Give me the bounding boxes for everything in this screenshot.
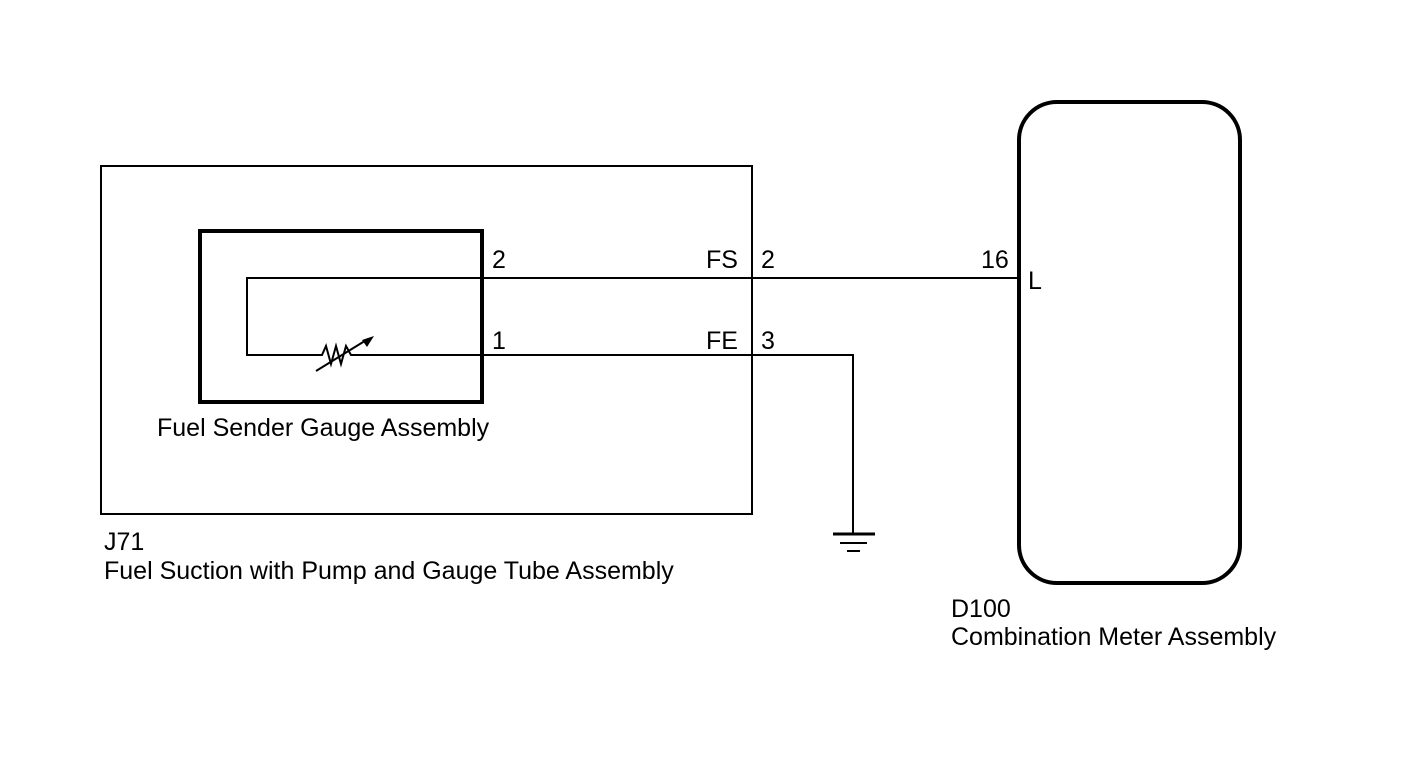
sender-pin-bottom: 1 [492, 327, 506, 355]
ground-icon [833, 532, 875, 552]
sender-gauge-box [198, 229, 484, 404]
meter-pin-label: 16 [981, 246, 1009, 274]
combination-meter-box [1017, 100, 1242, 585]
j71-code: J71 [104, 528, 144, 556]
fs-pin-label: 2 [761, 246, 775, 274]
sender-pin-top: 2 [492, 246, 506, 274]
fe-signal-label: FE [706, 327, 738, 355]
d100-name: Combination Meter Assembly [951, 623, 1277, 651]
d100-code: D100 [951, 595, 1011, 623]
fe-wire [358, 354, 854, 533]
meter-terminal-label: L [1028, 267, 1042, 295]
fs-signal-label: FS [706, 246, 738, 274]
fe-pin-label: 3 [761, 327, 775, 355]
fs-wire [246, 277, 1019, 356]
sender-name: Fuel Sender Gauge Assembly [157, 414, 490, 442]
j71-name: Fuel Suction with Pump and Gauge Tube As… [104, 557, 674, 585]
j71-assembly-box [100, 165, 753, 515]
variable-resistor-icon [315, 336, 374, 372]
